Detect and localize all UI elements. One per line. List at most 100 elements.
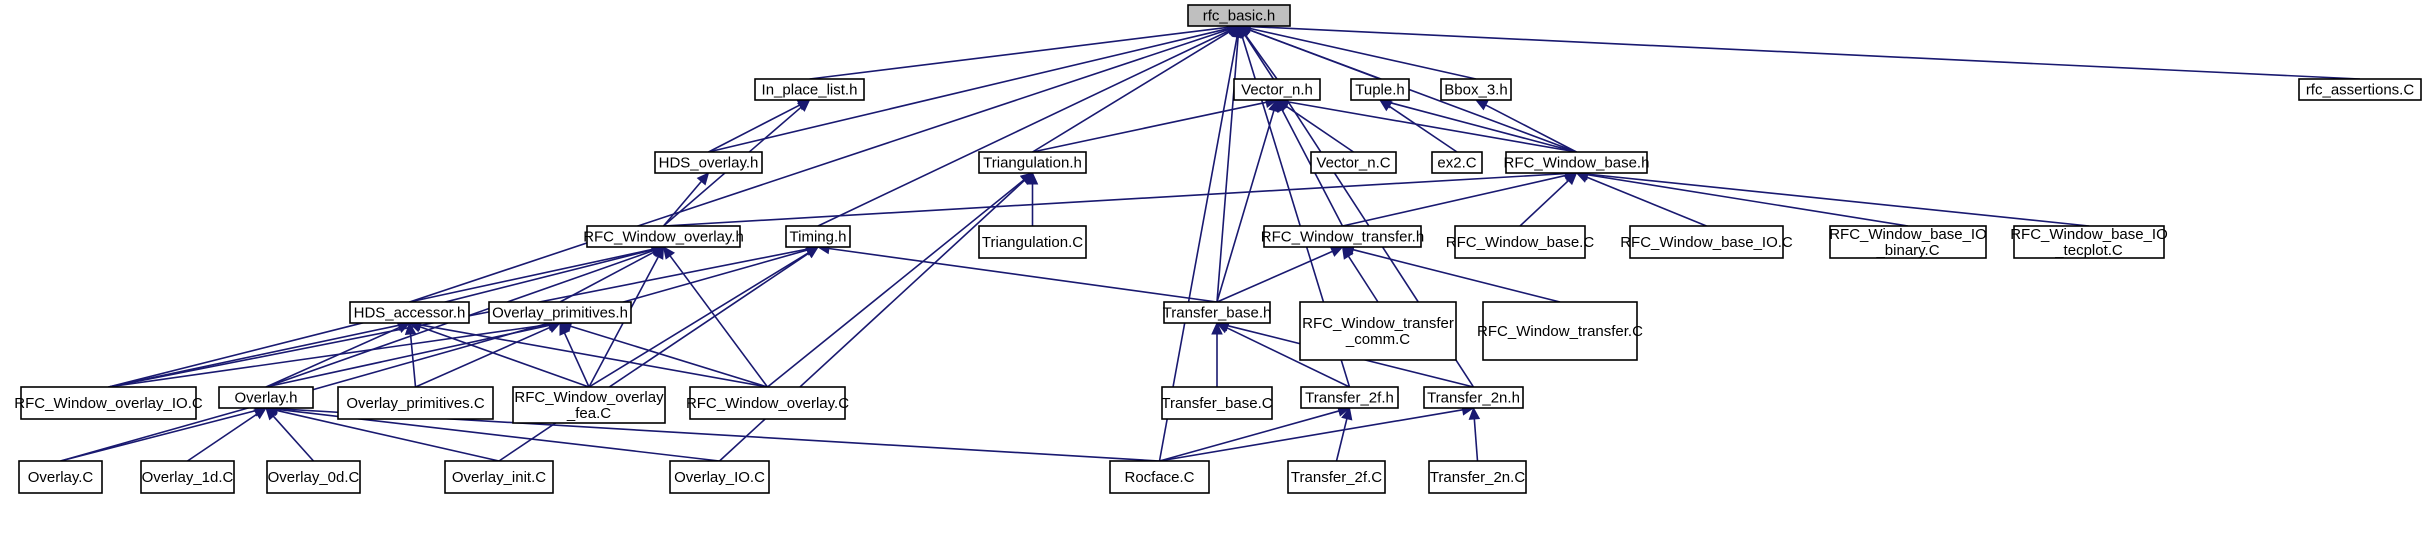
node-triangulation-c[interactable]: Triangulation.C bbox=[978, 225, 1087, 259]
node-rfc-window-transfer-h[interactable]: RFC_Window_transfer.h bbox=[1261, 225, 1424, 248]
node-bbox-3-h[interactable]: Bbox_3.h bbox=[1440, 78, 1512, 101]
dependency-edge-vector-n-h-to-rfc-basic-h bbox=[1244, 34, 1278, 80]
arrowhead bbox=[404, 321, 417, 335]
node-rfc-window-base-io-binary-c[interactable]: RFC_Window_base_IO_binary.C bbox=[1829, 225, 1987, 259]
node-label: Tuple.h bbox=[1355, 82, 1404, 99]
node-box bbox=[444, 460, 554, 494]
dependency-edge-overlay-c-to-timing-h bbox=[60, 249, 808, 462]
node-label: Transfer_2n.C bbox=[1430, 469, 1525, 486]
node-box bbox=[1350, 78, 1410, 101]
node-rfc-window-overlay-h[interactable]: RFC_Window_overlay.h bbox=[583, 225, 744, 248]
dependency-edge-ex2-c-to-tuple-h bbox=[1388, 105, 1458, 153]
node-timing-h[interactable]: Timing.h bbox=[785, 225, 851, 248]
dependency-edge-rfc-window-overlay-io-c-to-hds-accessor-h bbox=[108, 324, 399, 388]
node-label: RFC_Window_base_IO.C bbox=[1620, 234, 1793, 251]
node-label: RFC_Window_base.h bbox=[1504, 155, 1650, 172]
node-label: Transfer_base.C bbox=[1161, 395, 1272, 412]
node-overlay-init-c[interactable]: Overlay_init.C bbox=[444, 460, 554, 494]
node-overlay-primitives-h[interactable]: Overlay_primitives.h bbox=[488, 301, 632, 324]
dependency-edge-transfer-base-h-to-vector-n-h bbox=[1216, 110, 1275, 303]
arrowhead bbox=[1211, 321, 1223, 335]
node-label: Overlay_primitives.C bbox=[346, 395, 485, 412]
dependency-edge-rfc-window-base-c-to-rfc-window-base-h bbox=[1519, 179, 1570, 227]
node-label: Triangulation.h bbox=[983, 155, 1082, 172]
node-rfc-window-base-c[interactable]: RFC_Window_base.C bbox=[1446, 225, 1595, 259]
node-overlay-0d-c[interactable]: Overlay_0d.C bbox=[266, 460, 361, 494]
node-label: Bbox_3.h bbox=[1444, 82, 1507, 99]
dependency-edge-rfc-window-base-h-to-tuple-h bbox=[1390, 102, 1577, 153]
node-rfc-window-transfer-comm-c[interactable]: RFC_Window_transfer_comm.C bbox=[1299, 301, 1457, 361]
node-label: Vector_n.C bbox=[1316, 155, 1390, 172]
dependency-edge-hds-accessor-h-to-rfc-basic-h bbox=[409, 28, 1229, 303]
dependency-edge-rfc-window-base-h-to-vector-n-h bbox=[1287, 101, 1577, 153]
node-layer: rfc_basic.h rfc_assertions.C In_place_list… bbox=[14, 4, 2422, 494]
node-box bbox=[1163, 301, 1271, 324]
node-rocface-c[interactable]: Rocface.C bbox=[1109, 460, 1210, 494]
node-box bbox=[754, 78, 865, 101]
arrowhead bbox=[1564, 172, 1578, 186]
dependency-edge-transfer-base-h-to-timing-h bbox=[828, 247, 1218, 303]
node-rfc-window-base-h[interactable]: RFC_Window_base.h bbox=[1504, 151, 1650, 174]
node-box bbox=[488, 301, 632, 324]
node-overlay-io-c[interactable]: Overlay_IO.C bbox=[669, 460, 770, 494]
node-ex2-c[interactable]: ex2.C bbox=[1431, 151, 1483, 174]
node-rfc-window-base-io-c[interactable]: RFC_Window_base_IO.C bbox=[1620, 225, 1793, 259]
node-overlay-primitives-c[interactable]: Overlay_primitives.C bbox=[337, 386, 494, 420]
node-rfc-window-overlay-c[interactable]: RFC_Window_overlay.C bbox=[686, 386, 849, 420]
node-overlay-h[interactable]: Overlay.h bbox=[218, 386, 314, 409]
node-label: In_place_list.h bbox=[762, 82, 858, 99]
node-hds-overlay-h[interactable]: HDS_overlay.h bbox=[654, 151, 763, 174]
node-label: Transfer_base.h bbox=[1163, 305, 1272, 322]
node-box bbox=[1109, 460, 1210, 494]
dependency-edge-overlay-primitives-c-to-overlay-primitives-h bbox=[415, 326, 551, 388]
node-box bbox=[1482, 301, 1638, 361]
dependency-edge-overlay-h-to-overlay-primitives-h bbox=[265, 324, 550, 388]
node-box bbox=[337, 386, 494, 420]
node-label: Overlay_1d.C bbox=[142, 469, 234, 486]
arrowhead bbox=[1238, 24, 1251, 39]
node-in-place-list-h[interactable]: In_place_list.h bbox=[754, 78, 865, 101]
node-label: Transfer_2f.h bbox=[1305, 390, 1394, 407]
node-transfer-2f-h[interactable]: Transfer_2f.h bbox=[1300, 386, 1399, 409]
node-transfer-base-c[interactable]: Transfer_base.C bbox=[1161, 386, 1273, 420]
node-box bbox=[140, 460, 235, 494]
node-hds-accessor-h[interactable]: HDS_accessor.h bbox=[349, 301, 470, 324]
node-transfer-2f-c[interactable]: Transfer_2f.C bbox=[1287, 460, 1386, 494]
dependency-edge-rocface-c-to-transfer-2f-h bbox=[1159, 410, 1340, 462]
node-transfer-base-h[interactable]: Transfer_base.h bbox=[1163, 301, 1272, 324]
dependency-edge-vector-n-c-to-vector-n-h bbox=[1285, 105, 1354, 153]
node-rfc-assertions-c[interactable]: rfc_assertions.C bbox=[2298, 78, 2422, 101]
node-label: RFC_Window_overlay_IO.C bbox=[14, 395, 203, 412]
node-box bbox=[1233, 78, 1321, 101]
arrowhead bbox=[1341, 406, 1353, 421]
node-rfc-basic-h[interactable]: rfc_basic.h bbox=[1187, 4, 1291, 27]
dependency-edge-rfc-window-transfer-comm-c-to-rfc-window-transfer-h bbox=[1347, 255, 1379, 303]
node-label: Overlay_init.C bbox=[452, 469, 546, 486]
node-label: Triangulation.C bbox=[982, 234, 1083, 251]
node-tuple-h[interactable]: Tuple.h bbox=[1350, 78, 1410, 101]
node-overlay-1d-c[interactable]: Overlay_1d.C bbox=[140, 460, 235, 494]
dependency-edge-overlay-c-to-overlay-h bbox=[60, 409, 256, 462]
node-transfer-2n-c[interactable]: Transfer_2n.C bbox=[1428, 460, 1527, 494]
node-triangulation-h[interactable]: Triangulation.h bbox=[978, 151, 1087, 174]
node-label: Vector_n.h bbox=[1241, 82, 1313, 99]
dependency-edge-rfc-window-overlay-fea-c-to-overlay-primitives-h bbox=[563, 332, 590, 388]
node-box bbox=[2298, 78, 2422, 101]
node-vector-n-h[interactable]: Vector_n.h bbox=[1233, 78, 1321, 101]
node-label: _tecplot.C bbox=[2054, 242, 2123, 259]
arrowhead bbox=[662, 246, 675, 260]
node-box bbox=[512, 386, 666, 424]
node-box bbox=[1505, 151, 1648, 174]
node-rfc-window-base-io-tecplot-c[interactable]: RFC_Window_base_IO_tecplot.C bbox=[2010, 225, 2168, 259]
node-label: RFC_Window_base_IO bbox=[1829, 226, 1987, 243]
node-overlay-c[interactable]: Overlay.C bbox=[18, 460, 103, 494]
node-rfc-window-overlay-io-c[interactable]: RFC_Window_overlay_IO.C bbox=[14, 386, 203, 420]
node-rfc-window-overlay-fea-c[interactable]: RFC_Window_overlay_fea.C bbox=[512, 386, 666, 424]
node-transfer-2n-h[interactable]: Transfer_2n.h bbox=[1423, 386, 1524, 409]
arrowhead bbox=[1329, 246, 1344, 257]
node-vector-n-c[interactable]: Vector_n.C bbox=[1310, 151, 1397, 174]
node-label: RFC_Window_transfer.h bbox=[1261, 229, 1424, 246]
arrowhead bbox=[797, 99, 811, 112]
node-rfc-window-transfer-c[interactable]: RFC_Window_transfer.C bbox=[1477, 301, 1643, 361]
